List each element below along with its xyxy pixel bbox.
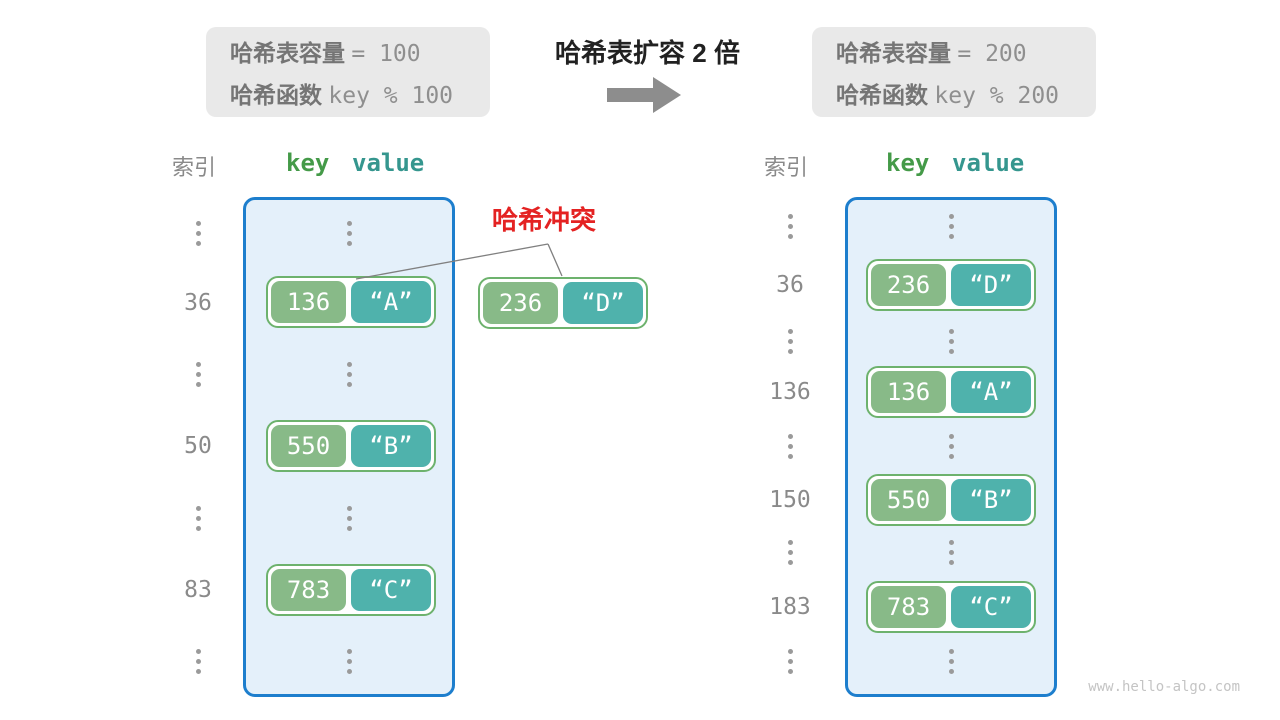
vertical-ellipsis-icon bbox=[782, 329, 798, 354]
capacity-label: 哈希表容量 bbox=[836, 40, 951, 66]
vertical-ellipsis-icon bbox=[782, 649, 798, 674]
capacity-label: 哈希表容量 bbox=[230, 40, 345, 66]
index-cell: 36 bbox=[184, 290, 212, 316]
vertical-ellipsis-icon bbox=[341, 649, 357, 674]
pair-entry: 136 “A” bbox=[866, 366, 1036, 418]
key-pill: 136 bbox=[271, 281, 346, 323]
vertical-ellipsis-icon bbox=[782, 434, 798, 459]
capacity-value: = 100 bbox=[351, 41, 421, 67]
key-pill: 783 bbox=[871, 586, 946, 628]
vertical-ellipsis-icon bbox=[943, 434, 959, 459]
vertical-ellipsis-icon bbox=[782, 214, 798, 239]
vertical-ellipsis-icon bbox=[943, 540, 959, 565]
pair-entry: 236 “D” bbox=[866, 259, 1036, 311]
watermark: www.hello-algo.com bbox=[1088, 679, 1240, 695]
value-header-left: value bbox=[352, 149, 425, 177]
vertical-ellipsis-icon bbox=[782, 540, 798, 565]
index-cell: 50 bbox=[184, 433, 212, 459]
capacity-info-box-old: 哈希表容量 = 100 哈希函数 key % 100 bbox=[206, 27, 490, 117]
pair-entry: 550 “B” bbox=[866, 474, 1036, 526]
hash-function-line: 哈希函数 key % 100 bbox=[230, 76, 490, 110]
vertical-ellipsis-icon bbox=[190, 362, 206, 387]
key-pill: 783 bbox=[271, 569, 346, 611]
hash-function-label: 哈希函数 bbox=[230, 82, 322, 108]
key-header-right: key bbox=[886, 149, 930, 177]
vertical-ellipsis-icon bbox=[190, 221, 206, 246]
index-cell: 150 bbox=[769, 487, 811, 513]
capacity-line: 哈希表容量 = 200 bbox=[836, 34, 1096, 68]
value-header-right: value bbox=[952, 149, 1025, 177]
hash-function-label: 哈希函数 bbox=[836, 82, 928, 108]
index-cell: 83 bbox=[184, 577, 212, 603]
collision-pair-entry: 236 “D” bbox=[478, 277, 648, 329]
vertical-ellipsis-icon bbox=[190, 506, 206, 531]
vertical-ellipsis-icon bbox=[943, 329, 959, 354]
key-pill: 136 bbox=[871, 371, 946, 413]
key-header-left: key bbox=[286, 149, 330, 177]
index-cell: 183 bbox=[769, 594, 811, 620]
collision-label: 哈希冲突 bbox=[492, 205, 597, 235]
capacity-line: 哈希表容量 = 100 bbox=[230, 34, 490, 68]
key-pill: 550 bbox=[871, 479, 946, 521]
vertical-ellipsis-icon bbox=[190, 649, 206, 674]
value-pill: “D” bbox=[951, 264, 1031, 306]
value-pill: “B” bbox=[351, 425, 431, 467]
index-header-right: 索引 bbox=[764, 155, 809, 180]
expansion-title: 哈希表扩容 2 倍 bbox=[555, 38, 740, 68]
value-pill: “B” bbox=[951, 479, 1031, 521]
pair-entry: 783 “C” bbox=[266, 564, 436, 616]
vertical-ellipsis-icon bbox=[943, 649, 959, 674]
vertical-ellipsis-icon bbox=[341, 362, 357, 387]
vertical-ellipsis-icon bbox=[341, 506, 357, 531]
hash-function-line: 哈希函数 key % 200 bbox=[836, 76, 1096, 110]
vertical-ellipsis-icon bbox=[943, 214, 959, 239]
pair-entry: 136 “A” bbox=[266, 276, 436, 328]
pair-entry: 783 “C” bbox=[866, 581, 1036, 633]
capacity-value: = 200 bbox=[957, 41, 1027, 67]
value-pill: “C” bbox=[351, 569, 431, 611]
value-pill: “D” bbox=[563, 282, 643, 324]
pair-entry: 550 “B” bbox=[266, 420, 436, 472]
key-pill: 236 bbox=[483, 282, 558, 324]
value-pill: “C” bbox=[951, 586, 1031, 628]
index-header-left: 索引 bbox=[172, 155, 217, 180]
value-pill: “A” bbox=[951, 371, 1031, 413]
capacity-info-box-new: 哈希表容量 = 200 哈希函数 key % 200 bbox=[812, 27, 1096, 117]
key-pill: 236 bbox=[871, 264, 946, 306]
index-cell: 36 bbox=[776, 272, 804, 298]
vertical-ellipsis-icon bbox=[341, 221, 357, 246]
index-cell: 136 bbox=[769, 379, 811, 405]
hash-function-value: key % 100 bbox=[328, 83, 454, 109]
hash-function-value: key % 200 bbox=[934, 83, 1060, 109]
value-pill: “A” bbox=[351, 281, 431, 323]
key-pill: 550 bbox=[271, 425, 346, 467]
right-arrow-icon bbox=[607, 77, 681, 113]
